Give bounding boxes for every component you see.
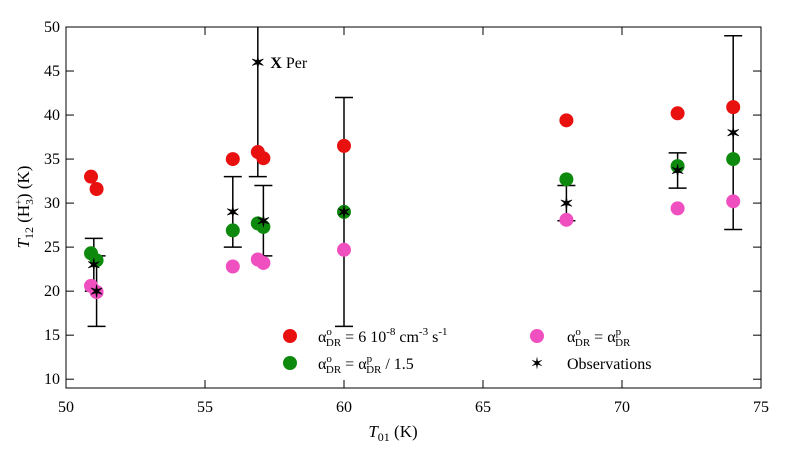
observation-point (257, 214, 270, 228)
annotations: X Per (270, 55, 308, 72)
model-point-series-0 (256, 151, 271, 166)
y-tick-label: 50 (44, 19, 60, 36)
observation-point (87, 258, 100, 272)
data-points (84, 55, 741, 300)
y-axis-title-main: T (14, 237, 33, 248)
legend-label: Observations (567, 356, 651, 373)
x-tick-label: 65 (475, 399, 491, 416)
model-point-series-2 (256, 255, 271, 270)
y-axis-ticks: 10 15 20 25 30 35 40 45 50 (44, 19, 761, 388)
model-point-series-2 (337, 242, 351, 257)
model-point-series-0 (670, 106, 685, 121)
error-bars (84, 27, 743, 328)
legend-marker (283, 356, 297, 370)
y-axis-title-ion-sup: + (13, 199, 25, 205)
x-tick-label: 50 (58, 399, 74, 416)
observation-point (90, 284, 103, 298)
model-point-series-1 (559, 172, 574, 187)
x-tick-label: 60 (336, 399, 352, 416)
model-point-series-2 (559, 212, 574, 227)
observation-point (251, 55, 264, 69)
model-point-series-1 (726, 152, 741, 167)
x-tick-label: 70 (614, 399, 630, 416)
model-point-series-0 (225, 152, 240, 167)
model-point-series-2 (225, 259, 240, 274)
x-axis-title-sub: 01 (378, 430, 390, 444)
model-point-series-2 (670, 201, 685, 216)
model-point-series-1 (225, 223, 240, 238)
x-axis-title-main: T (368, 422, 379, 441)
model-point-series-2 (726, 194, 741, 209)
model-point-series-0 (84, 169, 99, 184)
y-axis-title-unit: (H (14, 205, 33, 227)
y-tick-label: 30 (44, 195, 60, 212)
observation-point (560, 196, 573, 210)
x-tick-label: 75 (753, 399, 769, 416)
y-axis-title: T12 (H3+) (K) (13, 166, 36, 249)
x-axis-ticks: 50 55 60 65 70 75 (58, 27, 769, 416)
y-tick-label: 20 (44, 283, 60, 300)
model-point-series-0 (726, 100, 741, 115)
observation-point (226, 205, 239, 219)
y-tick-label: 25 (44, 239, 60, 256)
y-axis-title-tail: ) (K) (14, 166, 33, 200)
y-tick-label: 45 (44, 63, 60, 80)
y-tick-label: 15 (44, 327, 60, 344)
plot-frame (65, 26, 762, 389)
y-axis-title-ion-sub: 3 (24, 199, 36, 205)
observation-point (338, 205, 350, 219)
model-point-series-0 (337, 138, 351, 153)
y-tick-label: 10 (44, 371, 60, 388)
legend-marker (283, 329, 297, 343)
legend-marker-star (531, 356, 543, 370)
model-point-series-0 (559, 113, 574, 128)
model-point-series-0 (89, 182, 104, 197)
y-axis-title-sub: 12 (22, 227, 36, 239)
y-tick-label: 35 (44, 151, 60, 168)
annotation-label: X Per (270, 55, 308, 72)
observation-point (671, 163, 684, 178)
x-axis-title-unit: (K) (390, 422, 418, 441)
x-tick-label: 55 (197, 399, 213, 416)
observation-point (727, 126, 740, 140)
y-tick-label: 40 (44, 107, 60, 124)
legend-marker (530, 329, 544, 343)
x-axis-title: T01 (K) (368, 422, 417, 444)
